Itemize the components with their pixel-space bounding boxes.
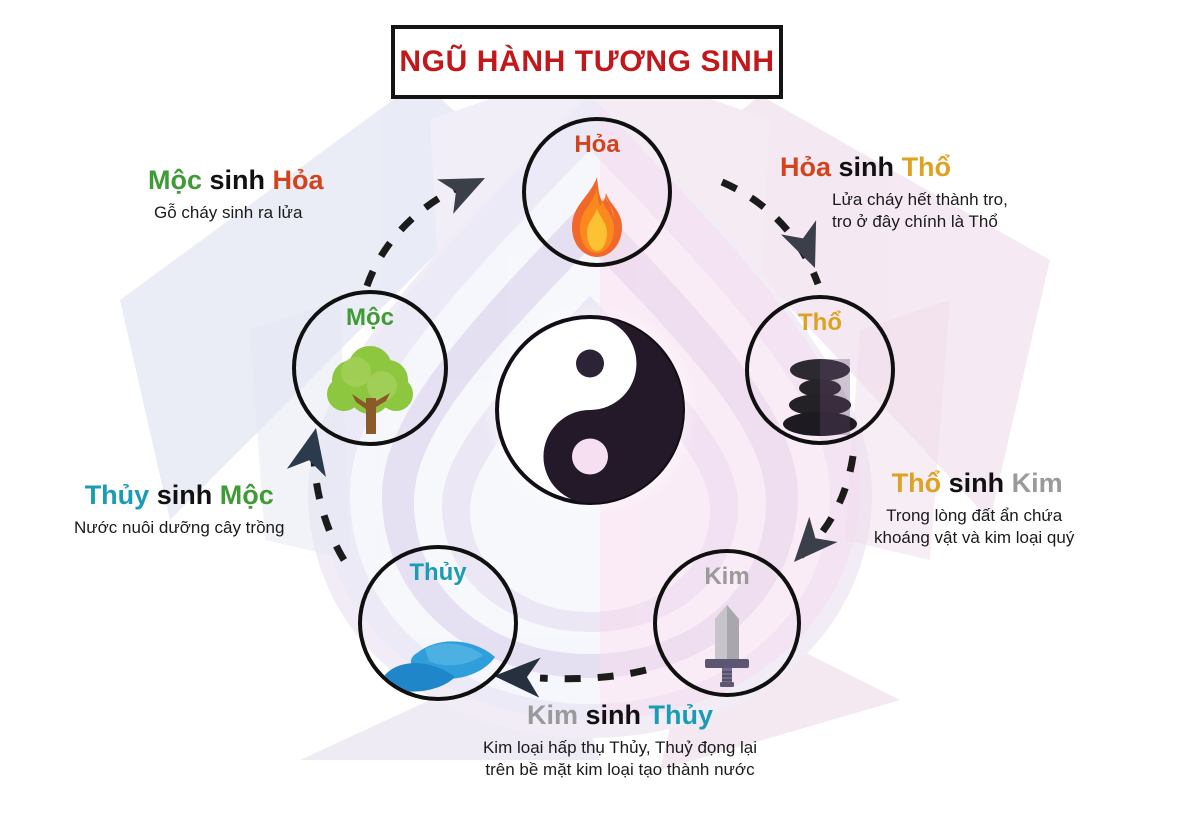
relation-verb-kim-thuy: sinh [585,700,642,730]
relation-to-hoa: Hỏa [272,165,324,195]
relation-from-moc: Mộc [148,165,202,195]
description-line: Kim loại hấp thụ Thủy, Thuỷ đọng lại [482,738,758,758]
water-wave-icon [379,585,497,697]
relation-description-tho-kim: Trong lòng đất ẩn chứa khoáng vật và kim… [874,505,1074,550]
element-circle-tho[interactable]: Thổ [745,295,895,445]
tree-icon [320,330,420,442]
page-title-box: NGŨ HÀNH TƯƠNG SINH [391,25,783,99]
relation-heading-kim-thuy: Kim sinh Thủy [420,700,820,731]
relation-verb-tho-kim: sinh [948,468,1005,498]
relation-description-hoa-tho: Lửa cháy hết thành tro, tro ở đây chính … [780,189,1008,234]
element-label-tho: Thổ [798,309,842,336]
arrow-path-hoa-tho [720,178,822,286]
relation-description-kim-thuy: Kim loại hấp thụ Thủy, Thuỷ đọng lại trê… [420,737,820,782]
relation-to-moc: Mộc [219,480,274,510]
relation-heading-moc-hoa: Mộc sinh Hỏa [148,165,324,196]
relation-from-kim: Kim [526,700,578,730]
relation-caption-tho-kim: Thổ sinh Kim Trong lòng đất ẩn chứa khoá… [874,468,1074,550]
relation-from-thuy: Thủy [84,480,150,510]
element-label-moc: Mộc [346,304,394,331]
element-circle-kim[interactable]: Kim [653,549,801,697]
element-label-hoa: Hỏa [574,131,620,158]
arrow-path-moc-hoa [363,180,468,288]
stacked-stones-icon [772,335,868,441]
relation-description-moc-hoa: Gỗ cháy sinh ra lửa [148,202,324,224]
description-line: Trong lòng đất ẩn chứa [886,506,1063,526]
arrowheads [286,178,838,698]
description-line: Gỗ cháy sinh ra lửa [154,203,303,223]
relation-heading-tho-kim: Thổ sinh Kim [874,468,1074,499]
element-label-thuy: Thủy [409,559,467,586]
relation-to-kim: Kim [1011,468,1063,498]
relation-verb-thuy-moc: sinh [156,480,213,510]
yin-yang-icon [482,302,698,518]
relation-to-tho: Thổ [901,152,952,182]
relation-heading-hoa-tho: Hỏa sinh Thổ [780,152,1008,183]
relation-verb-moc-hoa: sinh [209,165,266,195]
relation-caption-thuy-moc: Thủy sinh Mộc Nước nuôi dưỡng cây trồng [74,480,284,539]
relation-from-tho: Thổ [891,468,942,498]
description-line: tro ở đây chính là Thổ [832,212,998,232]
element-circle-moc[interactable]: Mộc [292,290,448,446]
element-circle-thuy[interactable]: Thủy [358,545,518,701]
page-title: NGŨ HÀNH TƯƠNG SINH [399,45,775,78]
sword-icon [699,589,755,693]
flame-icon [560,157,634,263]
relation-caption-moc-hoa: Mộc sinh Hỏa Gỗ cháy sinh ra lửa [148,165,324,224]
arrow-path-tho-kim [787,455,857,568]
arrow-path-kim-thuy [539,666,647,683]
relation-from-hoa: Hỏa [780,152,832,182]
relation-heading-thuy-moc: Thủy sinh Mộc [74,480,284,511]
relation-caption-hoa-tho: Hỏa sinh Thổ Lửa cháy hết thành tro, tro… [780,152,1008,234]
element-label-kim: Kim [704,563,750,590]
relation-to-thuy: Thủy [648,700,714,730]
relation-description-thuy-moc: Nước nuôi dưỡng cây trồng [74,517,284,539]
description-line: Lửa cháy hết thành tro, [832,190,1008,210]
description-line: trên bề mặt kim loại tạo thành nước [485,760,755,780]
relation-caption-kim-thuy: Kim sinh Thủy Kim loại hấp thụ Thủy, Thu… [420,700,820,782]
relation-verb-hoa-tho: sinh [838,152,895,182]
description-line: Nước nuôi dưỡng cây trồng [74,518,285,538]
element-circle-hoa[interactable]: Hỏa [522,117,672,267]
description-line: khoáng vật và kim loại quý [874,528,1075,548]
